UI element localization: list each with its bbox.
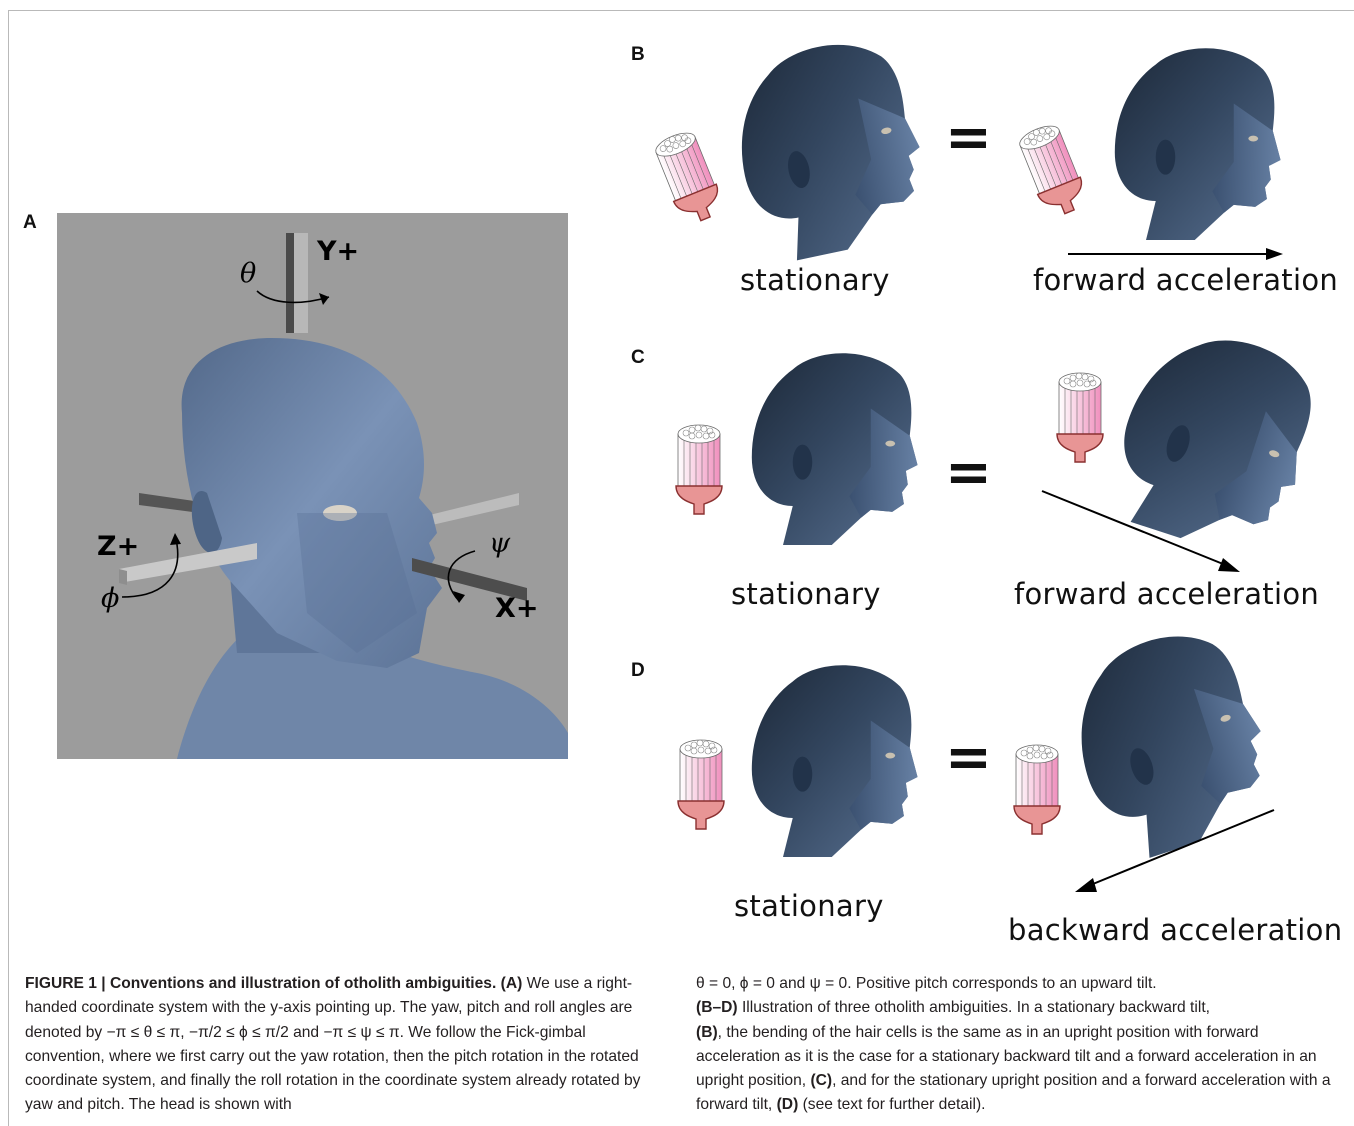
forward-arrow-b bbox=[1068, 245, 1288, 265]
equals-sign-d: = bbox=[945, 730, 992, 786]
caption-ref-b: (B) bbox=[696, 1024, 718, 1041]
caption-ref-c: (C) bbox=[810, 1072, 832, 1089]
panel-label-c: C bbox=[631, 347, 645, 369]
caption-left-column: FIGURE 1 | Conventions and illustration … bbox=[25, 972, 667, 1118]
head-coordinate-illustration bbox=[57, 213, 568, 759]
panel-label-a: A bbox=[23, 212, 37, 234]
label-backward-acceleration-d: backward acceleration bbox=[1008, 913, 1342, 947]
head-upright-b-right bbox=[1080, 45, 1290, 240]
caption-a-ranges: −π ≤ θ ≤ π, −π/2 ≤ ϕ ≤ π/2 and −π ≤ ψ ≤ … bbox=[107, 1024, 404, 1041]
label-forward-acceleration-c: forward acceleration bbox=[1014, 577, 1319, 611]
equals-sign-c: = bbox=[945, 445, 992, 501]
z-axis-label: Z+ bbox=[97, 531, 139, 562]
caption-title: FIGURE 1 | Conventions and illustration … bbox=[25, 975, 496, 992]
panel-a-render: Y+ Z+ X+ θ ϕ ψ bbox=[57, 213, 568, 759]
hair-cell-upright-d-left bbox=[676, 735, 728, 831]
label-forward-acceleration-b: forward acceleration bbox=[1033, 263, 1338, 297]
label-stationary-b: stationary bbox=[740, 263, 890, 297]
head-upright-d-left bbox=[722, 662, 922, 857]
head-upright-c-left bbox=[722, 350, 922, 545]
caption-ref-d: (D) bbox=[777, 1096, 799, 1113]
psi-label: ψ bbox=[489, 528, 510, 559]
caption-ref-bd: (B–D) bbox=[696, 999, 738, 1016]
label-stationary-c: stationary bbox=[731, 577, 881, 611]
forward-arrow-c bbox=[1040, 488, 1245, 578]
caption-a-text-3: θ = 0, ϕ = 0 and ψ = 0. Positive pitch c… bbox=[696, 972, 1336, 996]
caption-bd-text-1: Illustration of three otholith ambiguiti… bbox=[742, 999, 1210, 1016]
x-axis-label: X+ bbox=[495, 593, 538, 624]
backward-arrow-d bbox=[1072, 808, 1278, 898]
y-axis-label: Y+ bbox=[317, 236, 359, 267]
theta-label: θ bbox=[240, 258, 256, 289]
caption-right-column: θ = 0, ϕ = 0 and ψ = 0. Positive pitch c… bbox=[696, 972, 1336, 1118]
phi-label: ϕ bbox=[101, 583, 119, 614]
panel-label-b: B bbox=[631, 44, 645, 66]
caption-ref-a: (A) bbox=[501, 975, 523, 992]
caption-bd-text-4: (see text for further detail). bbox=[803, 1096, 986, 1113]
label-stationary-d: stationary bbox=[734, 889, 884, 923]
head-tilted-b-left bbox=[712, 45, 920, 255]
hair-cell-upright-c-left bbox=[674, 420, 726, 516]
equals-sign-b: = bbox=[945, 110, 992, 166]
y-axis-bar bbox=[286, 233, 294, 333]
panel-label-d: D bbox=[631, 660, 645, 682]
